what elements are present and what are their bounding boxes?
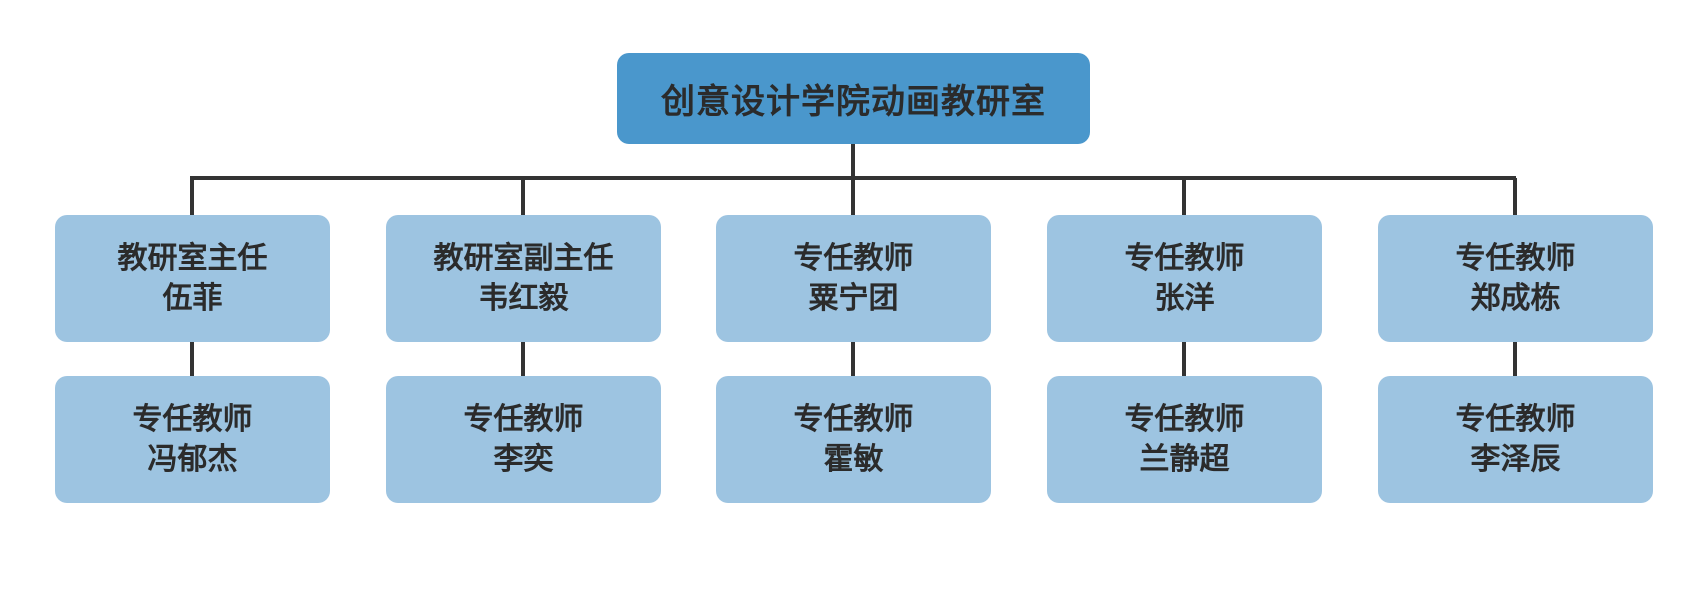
head-node-2: 教研室副主任 韦红毅 [386, 215, 661, 342]
member-role: 专任教师 [793, 401, 914, 437]
member-node-3: 专任教师 霍敏 [716, 376, 991, 503]
head-name: 郑成栋 [1470, 280, 1561, 316]
head-node-5: 专任教师 郑成栋 [1378, 215, 1653, 342]
member-name: 李奕 [493, 441, 554, 477]
head-role: 专任教师 [793, 240, 914, 276]
head-role: 教研室主任 [117, 240, 268, 276]
head-name: 粟宁团 [808, 280, 899, 316]
member-node-5: 专任教师 李泽辰 [1378, 376, 1653, 503]
head-role: 教研室副主任 [433, 240, 614, 276]
root-node: 创意设计学院动画教研室 [617, 53, 1090, 144]
member-node-4: 专任教师 兰静超 [1047, 376, 1322, 503]
member-role: 专任教师 [132, 401, 253, 437]
member-role: 专任教师 [1124, 401, 1245, 437]
member-name: 兰静超 [1139, 441, 1230, 477]
head-node-4: 专任教师 张洋 [1047, 215, 1322, 342]
head-node-1: 教研室主任 伍菲 [55, 215, 330, 342]
member-role: 专任教师 [463, 401, 584, 437]
head-name: 韦红毅 [478, 280, 569, 316]
head-role: 专任教师 [1124, 240, 1245, 276]
head-role: 专任教师 [1455, 240, 1576, 276]
member-node-1: 专任教师 冯郁杰 [55, 376, 330, 503]
head-name: 伍菲 [162, 280, 223, 316]
head-node-3: 专任教师 粟宁团 [716, 215, 991, 342]
member-name: 李泽辰 [1470, 441, 1561, 477]
member-name: 霍敏 [823, 441, 884, 477]
root-label: 创意设计学院动画教研室 [661, 82, 1046, 122]
member-role: 专任教师 [1455, 401, 1576, 437]
member-node-2: 专任教师 李奕 [386, 376, 661, 503]
head-name: 张洋 [1154, 280, 1215, 316]
member-name: 冯郁杰 [147, 441, 238, 477]
